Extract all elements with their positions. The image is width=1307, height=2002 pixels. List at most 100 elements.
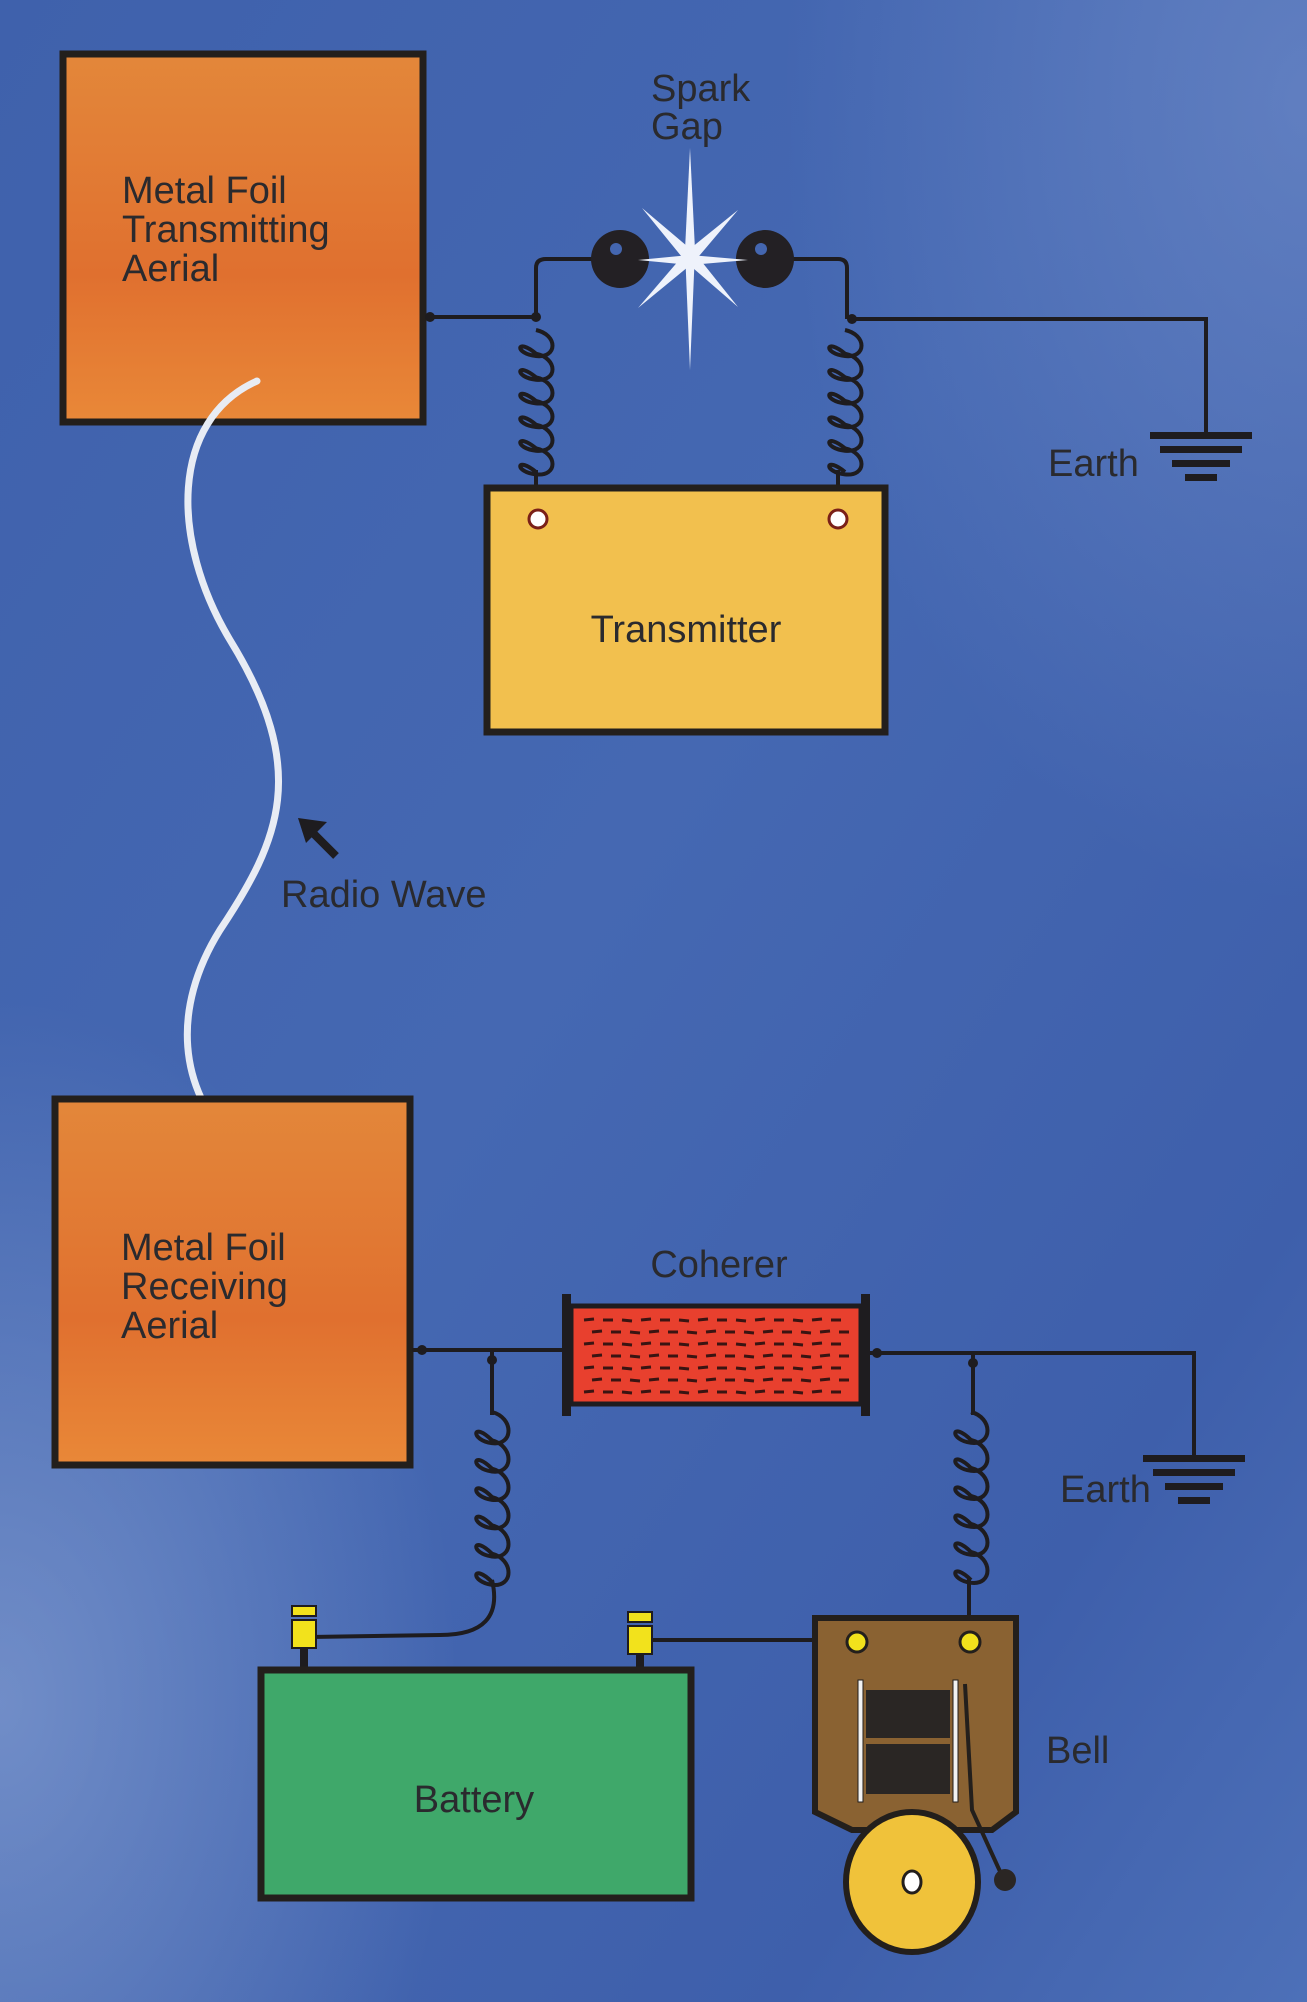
coherer-filing (591, 1353, 603, 1358)
coherer-filing (743, 1330, 755, 1335)
coherer-filing (621, 1342, 633, 1347)
coherer-filing (743, 1354, 755, 1359)
battery-terminal-right (627, 1611, 653, 1655)
spark-gap: Spark Gap (591, 68, 794, 370)
coherer-filing (648, 1377, 660, 1382)
coherer-filing (621, 1366, 633, 1371)
transmitting-aerial-label-2: Transmitting (122, 209, 330, 251)
coherer-filing (648, 1329, 660, 1334)
coherer-filing (583, 1389, 595, 1394)
receiving-aerial-label-3: Aerial (121, 1305, 218, 1347)
coherer-filing (762, 1329, 774, 1334)
arrow-icon (298, 818, 339, 859)
coherer-filing (754, 1317, 766, 1322)
coherer-filing (743, 1378, 755, 1383)
coherer-filing (640, 1365, 652, 1370)
coherer-filing (811, 1341, 823, 1346)
transmitting-aerial-label-3: Aerial (122, 248, 219, 290)
coherer-filing (678, 1366, 690, 1371)
coherer-filing (792, 1342, 804, 1347)
coherer-filing (819, 1377, 831, 1382)
coherer-filing (621, 1318, 633, 1323)
transmitter-label: Transmitter (591, 609, 782, 651)
bell: Bell (812, 1615, 1109, 1955)
coherer-filing (583, 1365, 595, 1370)
coherer-filing (678, 1390, 690, 1395)
coherer-filing (686, 1330, 698, 1335)
coherer-filing (621, 1390, 633, 1395)
coherer-filing (819, 1329, 831, 1334)
earth-symbol-bottom (1143, 1455, 1245, 1504)
battery-label: Battery (414, 1779, 534, 1821)
coherer-filing (697, 1365, 709, 1370)
coherer-filing (792, 1390, 804, 1395)
coherer-filing (629, 1330, 641, 1335)
coherer-filing (762, 1353, 774, 1358)
spark-icon (638, 148, 748, 370)
coherer-filing (640, 1317, 652, 1322)
transmitting-aerial: Metal Foil Transmitting Aerial (59, 50, 427, 426)
coil-receiver-left (474, 1410, 511, 1587)
coherer-filing (629, 1378, 641, 1383)
coherer-filing (678, 1318, 690, 1323)
coherer-filing (735, 1342, 747, 1347)
coherer-filing (819, 1353, 831, 1358)
coherer-filing (591, 1377, 603, 1382)
transmitting-aerial-label-1: Metal Foil (122, 170, 287, 212)
spark-gap-label-1: Spark (651, 68, 751, 110)
coherer-filing (591, 1329, 603, 1334)
coherer-filing (705, 1377, 717, 1382)
coherer-filing (735, 1366, 747, 1371)
coherer-filing (811, 1317, 823, 1322)
coherer-filing (705, 1353, 717, 1358)
transmitter: Transmitter (483, 484, 889, 736)
battery-terminal-left (291, 1605, 317, 1649)
coherer-filing (686, 1354, 698, 1359)
coil-transmitter-left (518, 328, 555, 477)
coherer-filing (648, 1353, 660, 1358)
svg-text:Metal Foil Receiving: Metal Foil Receiving Aerial (121, 1227, 298, 1347)
coherer-filing (754, 1341, 766, 1346)
coherer-filing (629, 1354, 641, 1359)
earth-label-top: Earth (1048, 443, 1139, 485)
svg-text:Spark Gap: Spark Gap (651, 68, 761, 148)
coherer-filing (640, 1341, 652, 1346)
coherer: Coherer (562, 1244, 870, 1416)
coherer-filing (800, 1354, 812, 1359)
spark-gap-label-2: Gap (651, 106, 723, 148)
coherer-filing (754, 1389, 766, 1394)
coherer-filing (762, 1377, 774, 1382)
spark-ball-left (591, 230, 649, 288)
coherer-filing (792, 1366, 804, 1371)
coherer-filing (792, 1318, 804, 1323)
coherer-filing (800, 1378, 812, 1383)
receiving-aerial: Metal Foil Receiving Aerial (51, 1095, 414, 1469)
coherer-filing (678, 1342, 690, 1347)
coherer-filing (811, 1389, 823, 1394)
earth-symbol-top (1150, 432, 1252, 481)
coherer-filing (697, 1341, 709, 1346)
coherer-filing (640, 1389, 652, 1394)
transmitter-wiring (425, 257, 1208, 518)
coherer-filing (735, 1390, 747, 1395)
coherer-filing (697, 1389, 709, 1394)
coherer-filing (800, 1330, 812, 1335)
coil-receiver-right (953, 1410, 990, 1585)
coherer-filing (705, 1329, 717, 1334)
spark-ball-right (736, 230, 794, 288)
receiving-aerial-label-1: Metal Foil (121, 1227, 286, 1269)
bell-label: Bell (1046, 1730, 1109, 1772)
coil-transmitter-right (827, 328, 864, 477)
coherer-filing (583, 1317, 595, 1322)
coherer-filing (697, 1317, 709, 1322)
coherer-filing (754, 1365, 766, 1370)
coherer-filing (811, 1365, 823, 1370)
radio-wave (183, 377, 283, 1146)
coherer-filing (735, 1318, 747, 1323)
svg-text:Metal Foil Transmitting: Metal Foil Transmitting Aerial (122, 170, 340, 290)
earth-label-bottom: Earth (1060, 1469, 1151, 1511)
coherer-filing (686, 1378, 698, 1383)
receiving-aerial-label-2: Receiving (121, 1266, 288, 1308)
coherer-filing (583, 1341, 595, 1346)
